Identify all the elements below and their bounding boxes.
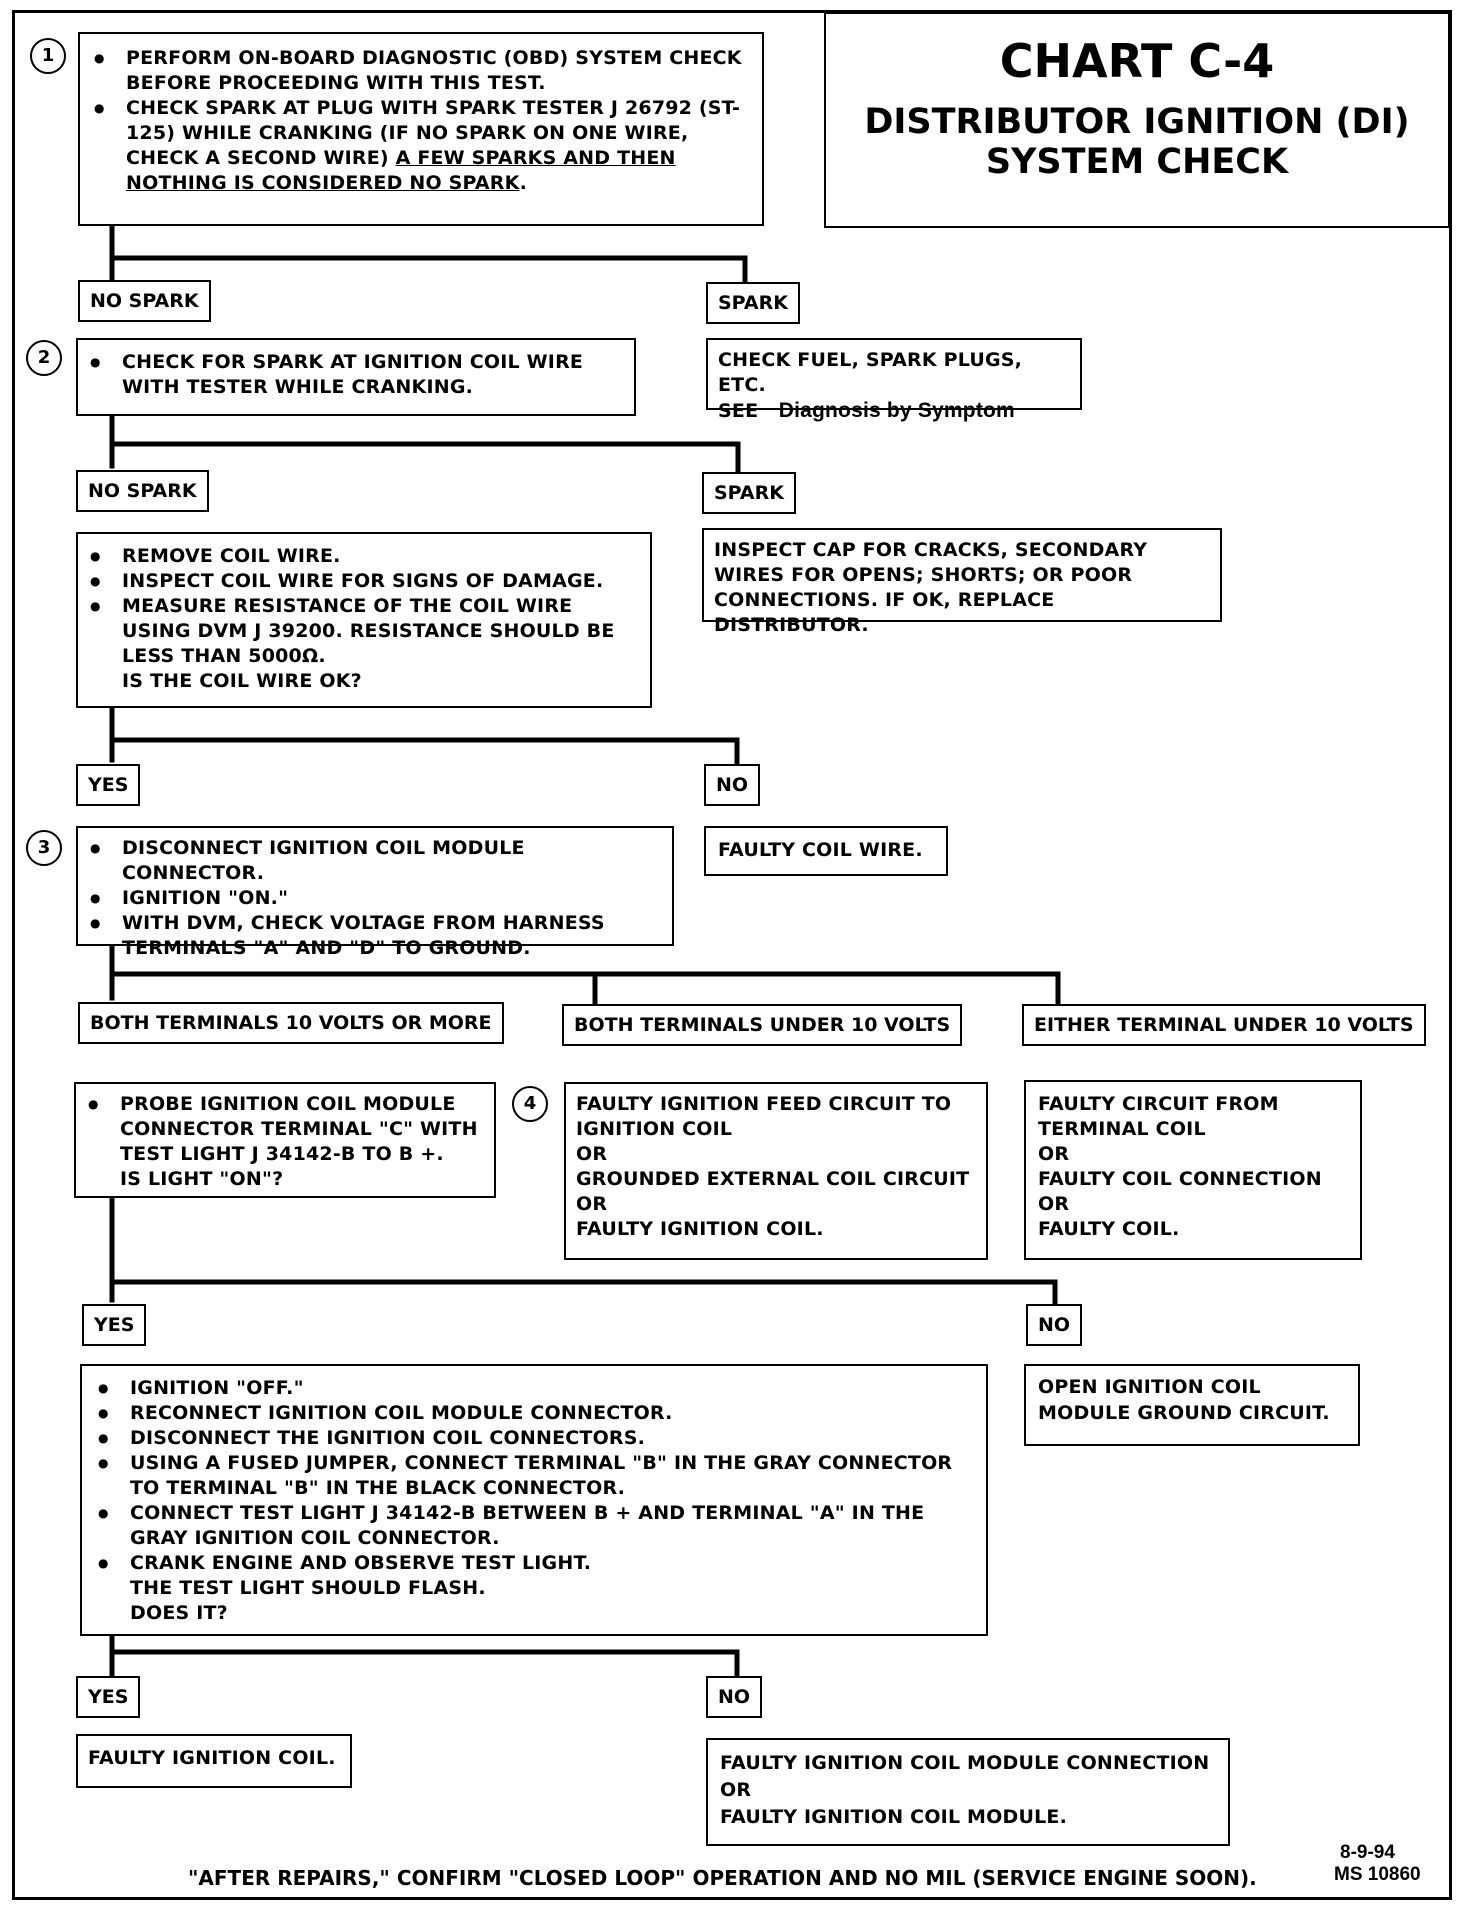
- coil-wire-bullet-measure: MEASURE RESISTANCE OF THE COIL WIRE USIN…: [90, 594, 640, 669]
- open-ground-circuit-box: OPEN IGNITION COIL MODULE GROUND CIRCUIT…: [1024, 1364, 1360, 1446]
- connector-line: [109, 255, 748, 285]
- step-number-4: 4: [512, 1086, 548, 1122]
- coil-wire-question: IS THE COIL WIRE OK?: [122, 670, 362, 692]
- chart-frame: [12, 10, 1452, 1900]
- coil-wire-check-box: REMOVE COIL WIRE. INSPECT COIL WIRE FOR …: [76, 532, 652, 708]
- procedure-flash-line: THE TEST LIGHT SHOULD FLASH.: [130, 1577, 486, 1599]
- label-both-under-10: BOTH TERMINALS UNDER 10 VOLTS: [562, 1004, 963, 1046]
- connector-line: [109, 1649, 740, 1677]
- either-line-5: FAULTY COIL.: [1038, 1218, 1180, 1240]
- document-date: 8-9-94: [1340, 1842, 1395, 1863]
- step3-bullet-ignition-on: IGNITION "ON.": [90, 886, 662, 911]
- either-terminal-result-box: FAULTY CIRCUIT FROM TERMINAL COIL OR FAU…: [1024, 1080, 1362, 1260]
- step3-box: DISCONNECT IGNITION COIL MODULE CONNECTO…: [76, 826, 674, 959]
- faulty-module-line-3: FAULTY IGNITION COIL MODULE.: [720, 1806, 1068, 1828]
- chart-subtitle-line2: SYSTEM CHECK: [985, 142, 1289, 182]
- procedure-bullet-disconnect: DISCONNECT THE IGNITION COIL CONNECTORS.: [98, 1426, 976, 1451]
- test-light-procedure-box: IGNITION "OFF." RECONNECT IGNITION COIL …: [80, 1364, 988, 1636]
- connector-line: [109, 441, 741, 473]
- label-no-spark-1: NO SPARK: [78, 280, 211, 322]
- check-fuel-see-line: SEE Diagnosis by Symptom: [718, 398, 1070, 424]
- faulty-coil-wire-box: FAULTY COIL WIRE.: [704, 826, 948, 876]
- label-no-3: NO: [706, 1676, 763, 1718]
- faulty-coil-wire-text: FAULTY COIL WIRE.: [718, 839, 923, 861]
- chart-title: CHART C-4: [999, 34, 1275, 88]
- connector-line: [109, 1279, 1058, 1305]
- label-spark-1: SPARK: [706, 282, 800, 324]
- step4-line-1: FAULTY IGNITION FEED CIRCUIT TO IGNITION…: [576, 1093, 952, 1140]
- step1-bullet-spark: CHECK SPARK AT PLUG WITH SPARK TESTER J …: [94, 96, 748, 196]
- coil-wire-bullet-inspect: INSPECT COIL WIRE FOR SIGNS OF DAMAGE.: [90, 569, 640, 594]
- step1-bullet-spark-underlined: A FEW SPARKS AND THEN NOTHING IS CONSIDE…: [126, 147, 676, 194]
- label-no-2: NO: [1026, 1304, 1083, 1346]
- step4-line-5: FAULTY IGNITION COIL.: [576, 1218, 824, 1240]
- faulty-module-box: FAULTY IGNITION COIL MODULE CONNECTION O…: [706, 1738, 1230, 1846]
- diagnosis-by-symptom-ref: Diagnosis by Symptom: [778, 399, 1015, 422]
- faulty-ignition-coil-box: FAULTY IGNITION COIL.: [76, 1734, 352, 1788]
- inspect-cap-box: INSPECT CAP FOR CRACKS, SECONDARY WIRES …: [702, 528, 1222, 636]
- probe-question: IS LIGHT "ON"?: [120, 1168, 284, 1190]
- procedure-bullet-jumper: USING A FUSED JUMPER, CONNECT TERMINAL "…: [98, 1451, 976, 1501]
- procedure-bullet-ignition-off: IGNITION "OFF.": [98, 1376, 976, 1401]
- step1-bullet-spark-text: CHECK SPARK AT PLUG WITH SPARK TESTER J …: [126, 97, 741, 169]
- step2-bullet: CHECK FOR SPARK AT IGNITION COIL WIRE WI…: [90, 350, 624, 400]
- step3-bullet-disconnect: DISCONNECT IGNITION COIL MODULE CONNECTO…: [90, 836, 662, 886]
- either-line-1: FAULTY CIRCUIT FROM TERMINAL COIL: [1038, 1093, 1279, 1140]
- step1-box: PERFORM ON-BOARD DIAGNOSTIC (OBD) SYSTEM…: [78, 32, 764, 226]
- label-both-10-or-more: BOTH TERMINALS 10 VOLTS OR MORE: [78, 1002, 504, 1044]
- step4-line-2: OR: [576, 1143, 608, 1165]
- step-number-1: 1: [30, 38, 66, 74]
- step4-line-4: OR: [576, 1193, 608, 1215]
- label-either-under-10: EITHER TERMINAL UNDER 10 VOLTS: [1022, 1004, 1426, 1046]
- step-number-2: 2: [26, 340, 62, 376]
- step1-bullet-obd: PERFORM ON-BOARD DIAGNOSTIC (OBD) SYSTEM…: [94, 46, 748, 96]
- either-line-2: OR: [1038, 1143, 1070, 1165]
- step2-box: CHECK FOR SPARK AT IGNITION COIL WIRE WI…: [76, 338, 636, 416]
- label-yes-3: YES: [76, 1676, 141, 1718]
- label-no-spark-2: NO SPARK: [76, 470, 209, 512]
- label-yes-2: YES: [82, 1304, 147, 1346]
- procedure-bullet-test-light: CONNECT TEST LIGHT J 34142-B BETWEEN B +…: [98, 1501, 976, 1551]
- check-fuel-box: CHECK FUEL, SPARK PLUGS, ETC. SEE Diagno…: [706, 338, 1082, 422]
- document-code: MS 10860: [1334, 1864, 1421, 1885]
- label-yes-1: YES: [76, 764, 141, 806]
- chart-subtitle-line1: DISTRIBUTOR IGNITION (DI): [864, 102, 1410, 142]
- see-label: SEE: [718, 400, 759, 422]
- open-ground-circuit-text: OPEN IGNITION COIL MODULE GROUND CIRCUIT…: [1038, 1376, 1330, 1424]
- faulty-ignition-coil-text: FAULTY IGNITION COIL.: [88, 1747, 336, 1769]
- step4-line-3: GROUNDED EXTERNAL COIL CIRCUIT: [576, 1168, 970, 1190]
- label-spark-2: SPARK: [702, 472, 796, 514]
- connector-line: [109, 737, 740, 765]
- faulty-module-line-1: FAULTY IGNITION COIL MODULE CONNECTION: [720, 1752, 1210, 1774]
- step1-bullet-spark-end: .: [519, 172, 527, 194]
- step3-bullet-dvm: WITH DVM, CHECK VOLTAGE FROM HARNESS TER…: [90, 911, 662, 961]
- procedure-question: DOES IT?: [130, 1602, 228, 1624]
- probe-box: PROBE IGNITION COIL MODULE CONNECTOR TER…: [74, 1082, 496, 1198]
- either-line-4: OR: [1038, 1193, 1070, 1215]
- check-fuel-text: CHECK FUEL, SPARK PLUGS, ETC.: [718, 349, 1023, 396]
- step4-result-box: FAULTY IGNITION FEED CIRCUIT TO IGNITION…: [564, 1082, 988, 1260]
- step-number-3: 3: [26, 830, 62, 866]
- after-repairs-note: "AFTER REPAIRS," CONFIRM "CLOSED LOOP" O…: [188, 1866, 1257, 1890]
- procedure-bullet-crank: CRANK ENGINE AND OBSERVE TEST LIGHT.: [98, 1551, 976, 1576]
- label-no-1: NO: [704, 764, 761, 806]
- either-line-3: FAULTY COIL CONNECTION: [1038, 1168, 1322, 1190]
- faulty-module-line-2: OR: [720, 1779, 752, 1801]
- procedure-bullet-reconnect: RECONNECT IGNITION COIL MODULE CONNECTOR…: [98, 1401, 976, 1426]
- coil-wire-bullet-remove: REMOVE COIL WIRE.: [90, 544, 640, 569]
- inspect-cap-text: INSPECT CAP FOR CRACKS, SECONDARY WIRES …: [714, 539, 1148, 636]
- chart-title-box: CHART C-4 DISTRIBUTOR IGNITION (DI) SYST…: [824, 12, 1450, 228]
- connector-line: [109, 971, 1061, 1007]
- probe-bullet: PROBE IGNITION COIL MODULE CONNECTOR TER…: [88, 1092, 486, 1167]
